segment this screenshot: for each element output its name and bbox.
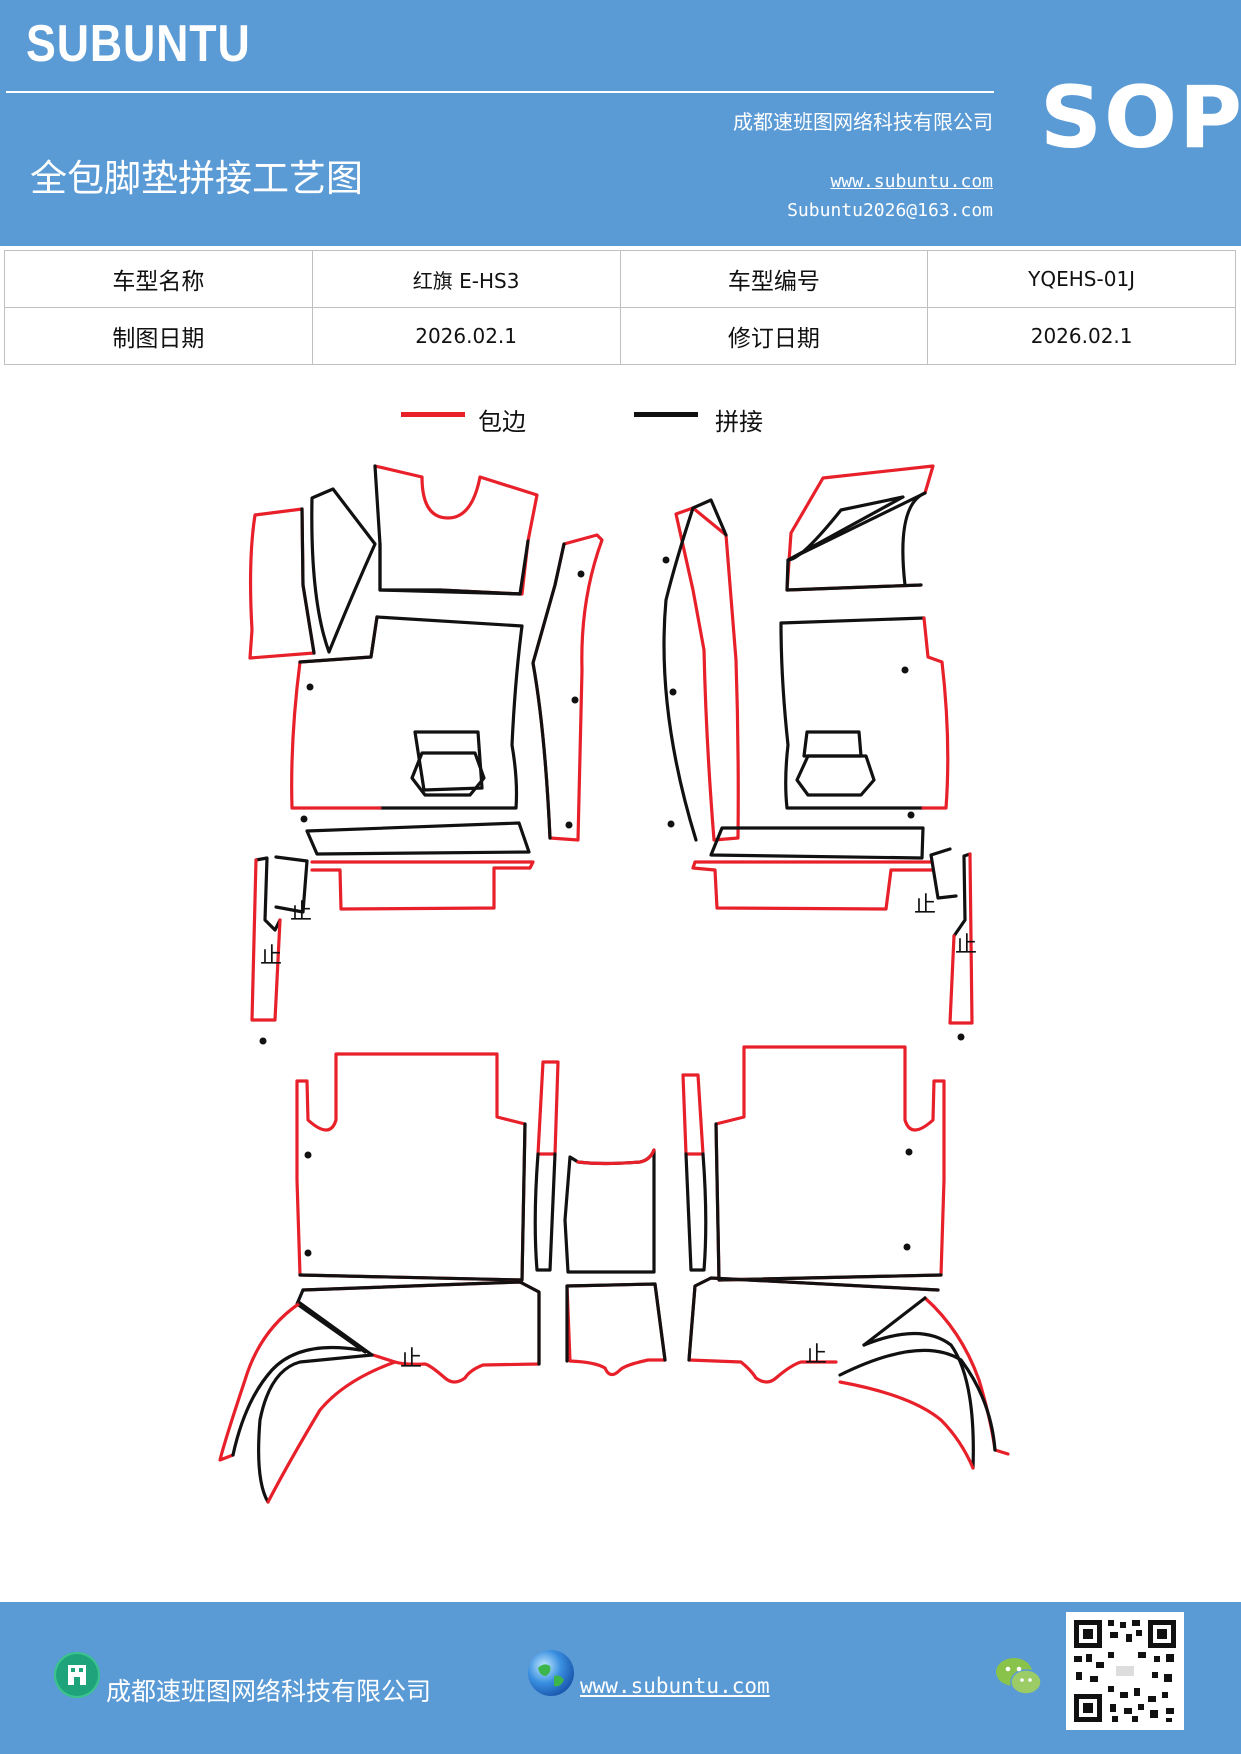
footer-website-link[interactable]: www.subuntu.com bbox=[580, 1674, 770, 1698]
header: SUBUNTU 成都速班图网络科技有限公司 全包脚垫拼接工艺图 www.subu… bbox=[0, 0, 1241, 246]
stop-mark: 止 bbox=[260, 944, 282, 969]
cell-label: 制图日期 bbox=[4, 307, 313, 365]
globe-icon bbox=[528, 1650, 574, 1696]
stop-mark: 止 bbox=[400, 1347, 422, 1372]
stop-mark: 止 bbox=[805, 1343, 827, 1368]
legend: 包边 拼接 bbox=[0, 402, 1241, 442]
table-row: 车型名称 红旗 E-HS3 车型编号 YQEHS-01J bbox=[4, 250, 1236, 308]
cell-label: 车型名称 bbox=[4, 250, 313, 308]
center-rear-mat-group bbox=[565, 1282, 667, 1377]
legend-black-swatch bbox=[634, 412, 698, 417]
cell-label: 车型编号 bbox=[619, 250, 929, 308]
wechat-icon bbox=[994, 1654, 1044, 1698]
floor-mat-diagram: 止 止 止 止 止 止 bbox=[218, 464, 1010, 1504]
left-rear-mat-group bbox=[218, 1052, 656, 1504]
legend-label-splice: 拼接 bbox=[715, 408, 763, 436]
right-rear-mat-group bbox=[681, 1045, 1010, 1470]
legend-red-swatch bbox=[401, 412, 465, 417]
stop-mark: 止 bbox=[290, 900, 312, 925]
header-company: 成都速班图网络科技有限公司 bbox=[733, 110, 993, 134]
info-table: 车型名称 红旗 E-HS3 车型编号 YQEHS-01J 制图日期 2026.0… bbox=[4, 250, 1236, 365]
footer: 成都速班图网络科技有限公司 www.subuntu.com bbox=[0, 1602, 1241, 1754]
header-email: Subuntu2026@163.com bbox=[787, 200, 993, 221]
cell-label: 修订日期 bbox=[619, 307, 929, 365]
building-icon bbox=[54, 1652, 100, 1698]
header-divider bbox=[6, 91, 994, 93]
stop-mark: 止 bbox=[914, 893, 936, 918]
cell-value: YQEHS-01J bbox=[927, 250, 1236, 308]
cell-value: 2026.02.1 bbox=[927, 307, 1236, 365]
table-row: 制图日期 2026.02.1 修订日期 2026.02.1 bbox=[4, 307, 1236, 365]
stop-mark: 止 bbox=[955, 933, 977, 958]
cell-value: 红旗 E-HS3 bbox=[311, 250, 621, 308]
footer-company: 成都速班图网络科技有限公司 bbox=[106, 1677, 432, 1706]
sop-badge: SOP bbox=[1040, 68, 1241, 168]
brand-logo: SUBUNTU bbox=[26, 15, 251, 73]
left-front-mat-group bbox=[248, 464, 604, 1045]
header-website-link[interactable]: www.subuntu.com bbox=[830, 171, 993, 192]
legend-label-edging: 包边 bbox=[478, 408, 526, 436]
page-title: 全包脚垫拼接工艺图 bbox=[30, 157, 363, 200]
qr-code[interactable] bbox=[1066, 1612, 1184, 1730]
right-front-mat-group bbox=[662, 464, 974, 1041]
cell-value: 2026.02.1 bbox=[311, 307, 621, 365]
